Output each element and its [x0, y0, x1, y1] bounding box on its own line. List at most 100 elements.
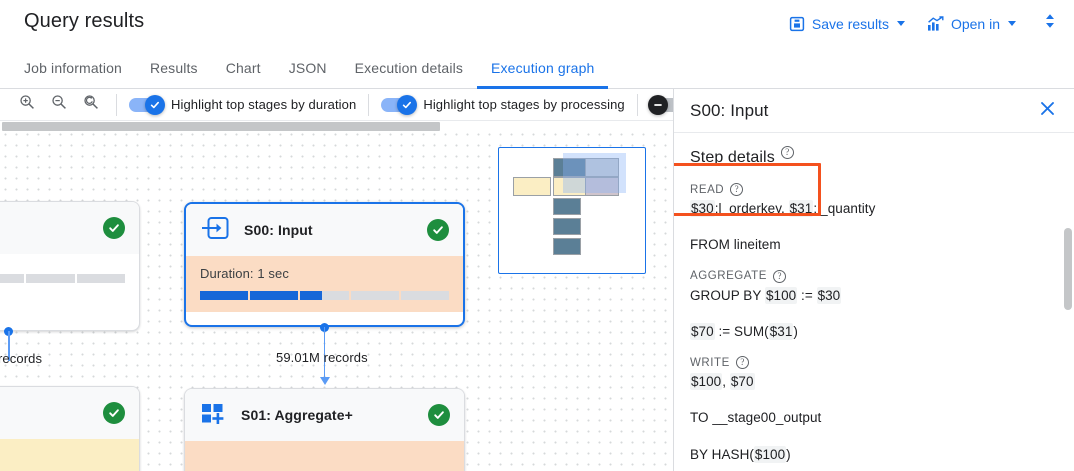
progress-segment: [300, 291, 349, 300]
save-results-label: Save results: [811, 15, 889, 32]
detail-keyword-aggregate-row: AGGREGATE ?: [690, 269, 1058, 283]
node-duration-section: [185, 441, 464, 471]
chevron-down-icon: [1008, 21, 1016, 26]
graph-node-partial-bottom[interactable]: [0, 386, 140, 471]
progress-segment: [400, 291, 450, 300]
edge-line: [8, 331, 10, 361]
tab-bar: Job information Results Chart JSON Execu…: [0, 47, 1074, 89]
progress-segment: [0, 274, 25, 283]
status-success-icon: [103, 217, 125, 239]
token-field: $30: [690, 200, 715, 217]
open-in-label: Open in: [950, 15, 1000, 32]
tab-execution-graph[interactable]: Execution graph: [477, 47, 609, 89]
token-field: $30: [816, 286, 842, 304]
detail-line-by-hash: BY HASH($100): [690, 445, 791, 463]
help-icon[interactable]: ?: [780, 146, 794, 159]
tab-json[interactable]: JSON: [288, 59, 327, 76]
help-icon[interactable]: ?: [730, 183, 744, 196]
step-details-label: Step details: [690, 149, 775, 166]
help-icon[interactable]: ?: [772, 269, 786, 283]
header-actions: Save results Open in: [781, 0, 1066, 47]
tab-execution-details[interactable]: Execution details: [354, 59, 464, 76]
edge-line: [323, 327, 326, 381]
progress-segment: [350, 291, 399, 300]
zoom-reset-icon: [83, 94, 99, 115]
toggle-knob: [647, 94, 668, 115]
save-results-button[interactable]: Save results: [781, 10, 913, 38]
bar-chart-icon: [927, 15, 944, 32]
tab-chart[interactable]: Chart: [225, 59, 261, 76]
token-field: $70: [729, 373, 755, 390]
graph-minimap[interactable]: [498, 147, 646, 274]
node-header: S00: Input: [186, 204, 463, 256]
minimap-viewport[interactable]: [563, 153, 626, 193]
toggle-highlight-by-processing[interactable]: Highlight top stages by processing: [381, 94, 625, 115]
token-field: $100: [753, 445, 787, 463]
detail-line-to: TO __stage00_output: [690, 410, 822, 426]
edge-label-records-left: records: [0, 351, 43, 366]
close-panel-button[interactable]: [1034, 98, 1060, 124]
token-field: $31: [788, 200, 814, 217]
graph-node-s01-aggregate[interactable]: S01: Aggregate+: [184, 388, 465, 471]
aggregate-plus-icon: [199, 400, 227, 431]
toggle-knob: [145, 94, 165, 115]
token-field: $100: [764, 286, 798, 304]
detail-keyword-aggregate: AGGREGATE: [690, 270, 767, 282]
detail-keyword-read-row: READ ?: [690, 183, 1058, 196]
toggle-switch-processing[interactable]: [381, 94, 418, 115]
node-duration-section: [0, 254, 139, 295]
open-in-button[interactable]: Open in: [919, 10, 1024, 38]
panel-header: S00: Input: [674, 89, 1074, 133]
progress-segment: [26, 274, 75, 283]
node-duration-text: Duration: 1 sec: [200, 266, 289, 281]
node-duration-section: Duration: 1 sec: [186, 256, 463, 312]
tab-job-information[interactable]: Job information: [24, 59, 122, 76]
toggle-highlight-by-duration[interactable]: Highlight top stages by duration: [129, 94, 356, 115]
panel-body: Step details ? READ ? $30:l_orderkey, $3…: [674, 133, 1074, 465]
step-details-heading: Step details ?: [690, 133, 1058, 173]
node-header: [0, 202, 139, 254]
detail-keyword-write-row: WRITE ?: [690, 356, 1058, 369]
node-progress-bar: [0, 274, 126, 283]
token-field: $70: [690, 322, 715, 340]
panel-title: S00: Input: [690, 100, 769, 120]
minimap-node: [553, 238, 581, 255]
zoom-in-button[interactable]: [14, 92, 40, 118]
toolbar-divider: [636, 93, 638, 116]
toggle-label-processing: Highlight top stages by processing: [423, 97, 625, 112]
graph-node-s00-input[interactable]: S00: Input Duration: 1 sec: [184, 202, 465, 327]
minimap-node: [553, 218, 581, 235]
expand-collapse-icon: [1042, 12, 1058, 35]
minimap-node: [553, 198, 581, 215]
toggle-knob: [397, 94, 418, 115]
status-success-icon: [103, 402, 125, 424]
zoom-reset-button[interactable]: [78, 92, 104, 118]
toggle-switch-duration[interactable]: [129, 94, 165, 115]
edge-arrow-icon: [319, 377, 330, 385]
zoom-out-button[interactable]: [46, 92, 72, 118]
input-arrow-icon: [200, 215, 230, 246]
expand-collapse-button[interactable]: [1034, 8, 1066, 40]
canvas-horizontal-scroll-thumb[interactable]: [2, 122, 440, 131]
toolbar-divider: [116, 93, 117, 116]
zoom-in-icon: [19, 94, 35, 115]
minimap-node: [513, 177, 551, 196]
execution-graph-canvas[interactable]: records: [0, 121, 673, 471]
close-icon: [1039, 100, 1056, 122]
save-icon: [789, 16, 805, 32]
node-duration-section: [0, 439, 139, 471]
detail-keyword-read: READ: [690, 183, 725, 196]
node-progress-bar: [200, 291, 450, 300]
progress-segment: [76, 274, 126, 283]
detail-line-write: $100, $70: [690, 373, 755, 390]
toolbar-divider: [368, 93, 370, 116]
detail-line-sum: $70 := SUM($31): [690, 322, 798, 340]
tab-results[interactable]: Results: [149, 59, 198, 76]
detail-line-read: $30:l_orderkey, $31:l_quantity: [690, 200, 876, 217]
panel-vertical-scroll-thumb[interactable]: [1064, 228, 1072, 310]
token-field: $31: [768, 322, 794, 340]
graph-node-partial-top[interactable]: [0, 201, 140, 331]
canvas-horizontal-scrollbar[interactable]: [0, 121, 673, 132]
help-icon[interactable]: ?: [735, 356, 749, 369]
